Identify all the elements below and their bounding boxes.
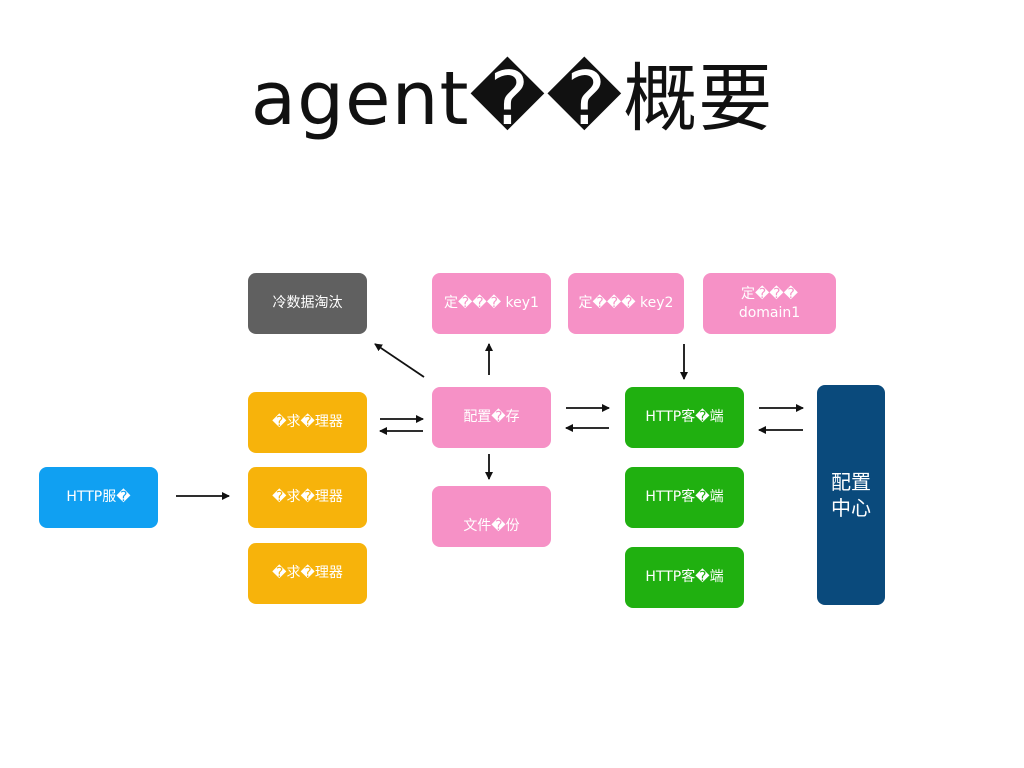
page-title: agent��概要 — [250, 56, 774, 142]
node-label: HTTP客�端 — [645, 489, 724, 506]
custom-key2-node: 定��� key2 — [568, 273, 684, 334]
http-client-node-1: HTTP客�端 — [625, 387, 744, 448]
node-label: 冷数据淘汰 — [272, 295, 343, 312]
request-handler-node-1: �求�理器 — [248, 392, 367, 453]
arrow-to-cold-eviction — [374, 343, 425, 378]
node-label: 文件�份 — [463, 518, 520, 535]
config-center-node: 配置 中心 — [817, 385, 885, 605]
http-client-node-2: HTTP客�端 — [625, 467, 744, 528]
http-server-node: HTTP服� — [39, 467, 158, 528]
node-label: 定��� key2 — [578, 295, 674, 312]
node-label: 定��� key1 — [444, 295, 539, 312]
request-handler-node-2: �求�理器 — [248, 467, 367, 528]
config-cache-node: 配置�存 — [432, 387, 551, 448]
node-label: 定��� domain1 — [738, 285, 801, 321]
node-label: �求�理器 — [272, 489, 343, 506]
custom-key1-node: 定��� key1 — [432, 273, 551, 334]
file-backup-node: 文件�份 — [432, 486, 551, 547]
node-label: 配置�存 — [463, 409, 520, 426]
node-label: 配置 中心 — [831, 470, 871, 520]
request-handler-node-3: �求�理器 — [248, 543, 367, 604]
custom-domain1-node: 定��� domain1 — [703, 273, 836, 334]
node-label: �求�理器 — [272, 565, 343, 582]
node-label: �求�理器 — [272, 414, 343, 431]
cold-data-eviction-node: 冷数据淘汰 — [248, 273, 367, 334]
node-label: HTTP客�端 — [645, 569, 724, 586]
node-label: HTTP客�端 — [645, 409, 724, 426]
http-client-node-3: HTTP客�端 — [625, 547, 744, 608]
node-label: HTTP服� — [66, 489, 131, 506]
